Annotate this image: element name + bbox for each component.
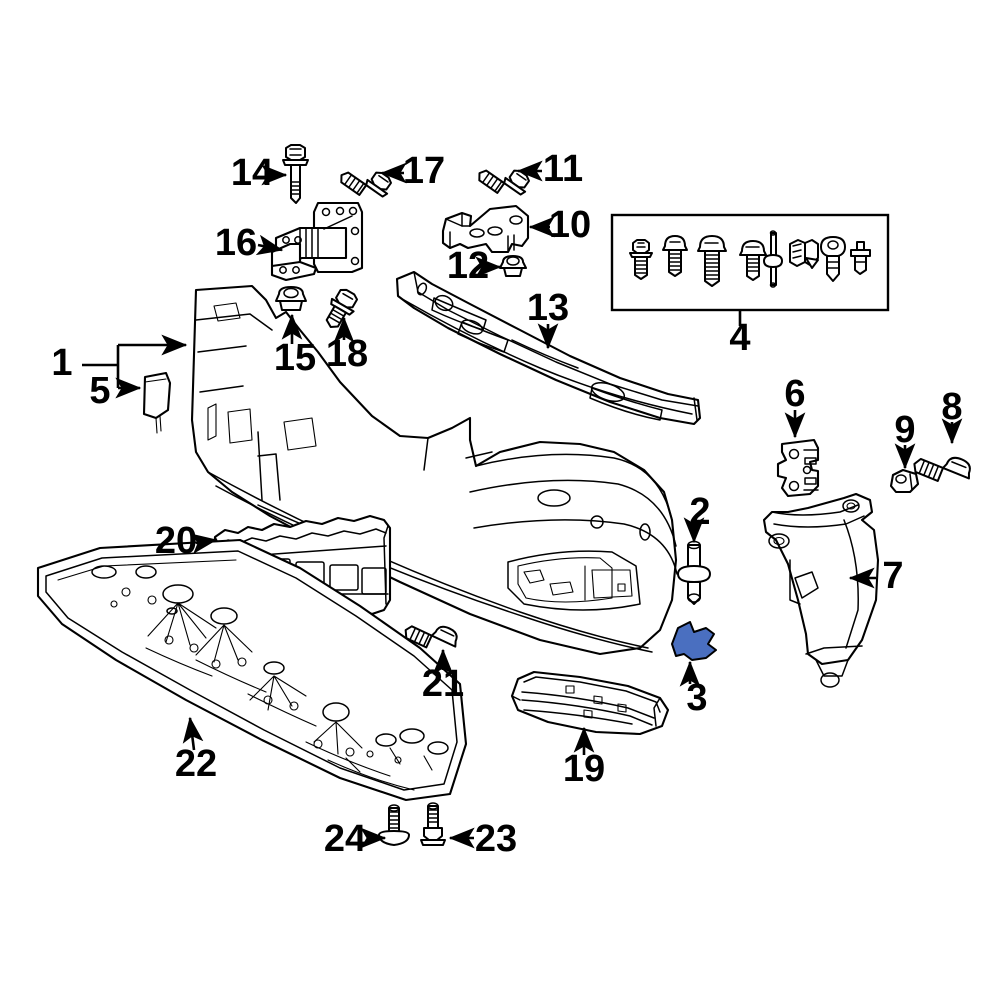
part-pan-head-screw-8[interactable] <box>912 444 975 492</box>
callout-number-13: 13 <box>527 287 569 329</box>
part-flat-head-screw-24[interactable] <box>378 804 410 846</box>
callout-number-12: 12 <box>447 245 489 287</box>
callout-number-22: 22 <box>175 743 217 785</box>
part-crash-box-absorber[interactable] <box>270 201 364 282</box>
hw-fastener-push-pin-rivet <box>820 236 846 282</box>
callout-number-7: 7 <box>882 555 903 597</box>
hw-fastener-spring-clip <box>789 239 819 269</box>
callout-number-18: 18 <box>326 333 368 375</box>
callout-number-11: 11 <box>543 148 583 190</box>
callout-number-15: 15 <box>274 337 316 379</box>
part-hex-flange-bolt-23[interactable] <box>420 802 446 846</box>
part-air-duct-deflector[interactable] <box>762 492 880 688</box>
hw-fastener-expansion-nut <box>850 241 871 275</box>
leader-22 <box>182 716 204 751</box>
callout-number-2: 2 <box>689 491 710 533</box>
callout-number-17: 17 <box>403 150 445 192</box>
callout-number-10: 10 <box>549 204 591 246</box>
part-hex-flange-screw-11[interactable] <box>476 153 533 206</box>
hardware-kit-box[interactable] <box>610 213 890 312</box>
part-pan-head-screw-21[interactable] <box>403 612 462 658</box>
callout-number-6: 6 <box>784 373 805 415</box>
hw-fastener-pan-head-screw <box>662 235 688 277</box>
hw-fastener-pan-head-screw-long <box>697 235 727 287</box>
part-mounting-plate-bracket[interactable] <box>776 438 820 498</box>
hw-fastener-round-head-screw <box>739 240 767 281</box>
part-bumper-cover-bracket-highlighted[interactable] <box>671 621 717 661</box>
callout-number-20: 20 <box>155 520 197 562</box>
callout-number-14: 14 <box>231 152 273 194</box>
leader-16 <box>255 234 284 256</box>
part-hex-head-bolt-18[interactable] <box>319 286 361 333</box>
callout-number-19: 19 <box>563 748 605 790</box>
part-lower-center-grille[interactable] <box>510 670 670 736</box>
hw-fastener-hex-flange-bolt <box>629 239 653 280</box>
part-long-hex-flange-bolt[interactable] <box>282 144 309 204</box>
part-impact-sensor-bracket[interactable] <box>441 204 530 254</box>
part-hex-flange-screw-17[interactable] <box>338 155 395 208</box>
leader-20 <box>190 533 218 554</box>
callout-number-24: 24 <box>324 818 366 860</box>
part-side-trim-clip[interactable] <box>142 371 172 434</box>
callout-number-23: 23 <box>475 818 517 860</box>
hw-fastener-long-pin-rivet <box>763 230 783 288</box>
part-small-retainer-clip[interactable] <box>889 468 920 494</box>
callout-number-3: 3 <box>686 677 707 719</box>
part-flange-nut-15[interactable] <box>275 286 307 311</box>
callout-number-21: 21 <box>422 663 464 705</box>
callout-number-4: 4 <box>729 317 750 359</box>
callout-number-16: 16 <box>215 222 257 264</box>
part-flange-nut-12[interactable] <box>499 255 527 277</box>
leader-1-5 <box>82 334 188 399</box>
callout-number-1: 1 <box>51 342 72 384</box>
part-engine-undertray-splash-shield[interactable] <box>36 538 468 802</box>
part-push-pin-retainer[interactable] <box>677 540 711 605</box>
callout-number-5: 5 <box>89 370 110 412</box>
callout-number-8: 8 <box>941 386 962 428</box>
callout-number-9: 9 <box>894 409 915 451</box>
